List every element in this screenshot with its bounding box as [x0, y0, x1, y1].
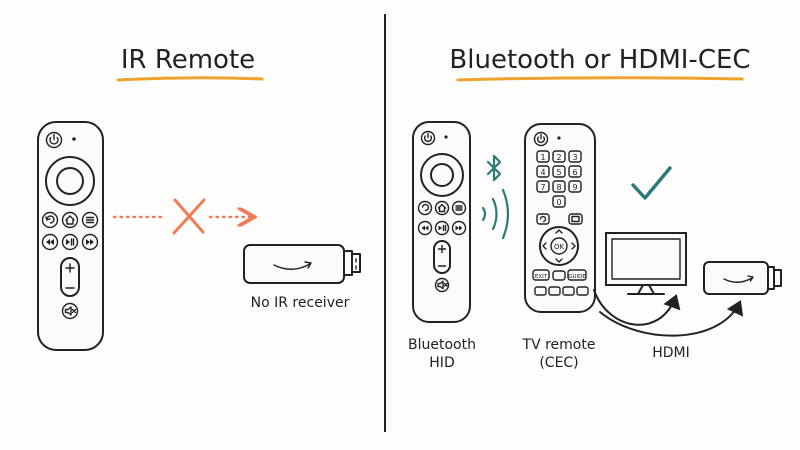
key-label: 3: [572, 153, 577, 162]
power-icon: [45, 131, 63, 149]
dpad-ring: [420, 153, 464, 197]
home-icon: [61, 211, 79, 229]
number-pad: 1 2 3 4 5 6 7 8 9 0: [536, 150, 582, 208]
back-icon: [536, 213, 550, 225]
guide-key-label: GUIDE: [568, 274, 586, 280]
key-label: 9: [572, 183, 577, 192]
amazon-smile-icon: [723, 275, 754, 283]
hdmi-cable-to-tv: [593, 289, 681, 326]
led-dot: [557, 136, 561, 140]
key-label: 6: [572, 168, 577, 177]
rewind-icon: [417, 220, 433, 236]
ir-remote-panel: IR Remote: [37, 45, 361, 351]
tv-dpad: OK: [539, 226, 579, 266]
mute-icon: [61, 302, 79, 320]
key-label: 8: [556, 183, 561, 192]
key-label: 1: [540, 153, 545, 162]
amazon-smile-icon: [273, 261, 312, 270]
power-icon: [533, 131, 549, 147]
key-label: 4: [540, 168, 545, 177]
x-mark-icon: [172, 198, 206, 235]
back-icon: [417, 200, 433, 216]
tv-remote-caption-line2: (CEC): [539, 355, 578, 371]
fire-tv-remote-left: [37, 121, 104, 351]
tv-remote-caption-line1: TV remote: [522, 337, 596, 353]
select-button: [56, 167, 84, 195]
fire-tv-remote-right: [412, 121, 471, 323]
bluetooth-caption-line1: Bluetooth: [408, 337, 476, 353]
volume-rocker: [433, 240, 451, 274]
play-pause-icon: [434, 220, 450, 236]
dpad-ring: [45, 156, 95, 206]
key-label: 0: [556, 198, 561, 207]
check-icon: [631, 166, 672, 200]
ir-remote-title: IR Remote: [121, 45, 255, 75]
bluetooth-signal-waves: [481, 188, 510, 240]
exit-key: [532, 269, 550, 281]
key-label: 5: [556, 168, 561, 177]
hdmi-cable-to-stick: [599, 300, 744, 337]
ok-key-label: OK: [554, 243, 565, 251]
led-dot: [444, 135, 448, 139]
bluetooth-cec-panel: Bluetooth or HDMI-CEC: [408, 45, 782, 371]
tv-monitor: [605, 232, 687, 295]
rewind-icon: [41, 233, 59, 251]
bluetooth-cec-title: Bluetooth or HDMI-CEC: [449, 45, 750, 75]
select-button: [430, 163, 454, 187]
back-icon: [41, 211, 59, 229]
bluetooth-caption-line2: HID: [429, 355, 454, 371]
volume-rocker: [60, 257, 80, 297]
fire-tv-stick-right: [703, 261, 782, 295]
hdmi-label: HDMI: [652, 345, 690, 361]
key-label: 7: [540, 183, 545, 192]
home-icon: [434, 200, 450, 216]
title-underline-right: [456, 76, 744, 82]
exit-key-label: EXIT: [535, 274, 548, 280]
color-keys: [534, 286, 589, 296]
led-dot: [72, 137, 76, 141]
fast-forward-icon: [81, 233, 99, 251]
menu-icon: [81, 211, 99, 229]
tv-remote-cec: 1 2 3 4 5 6 7 8 9 0: [524, 123, 596, 313]
menu-icon: [451, 200, 467, 216]
bluetooth-icon: [486, 154, 502, 182]
fast-forward-icon: [451, 220, 467, 236]
no-ir-receiver-caption: No IR receiver: [251, 295, 350, 311]
blank-key: [552, 270, 566, 281]
power-icon: [420, 130, 436, 146]
key-label: 2: [556, 153, 561, 162]
title-underline: [116, 76, 264, 82]
guide-key: [567, 269, 587, 281]
input-icon: [568, 213, 583, 225]
play-pause-icon: [61, 233, 79, 251]
mute-icon: [434, 277, 450, 293]
fire-tv-stick-left: [243, 244, 361, 284]
